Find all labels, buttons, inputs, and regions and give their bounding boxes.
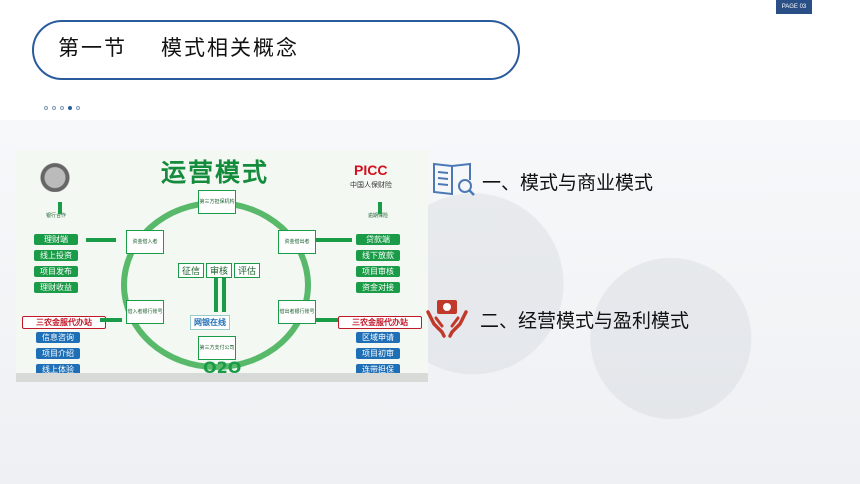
- arrow: [378, 202, 382, 214]
- section-number: 第一节: [58, 36, 127, 60]
- title-frame: [32, 20, 520, 84]
- list-item-label: 一、模式与商业模式: [482, 171, 654, 194]
- left-pill: 理财收益: [34, 282, 78, 293]
- left-bottom-column: 信息咨询 项目介绍 线上体验: [36, 332, 80, 375]
- o2o-label: O2O: [203, 358, 242, 377]
- flow-node: 第三方担保机构: [198, 190, 236, 214]
- flow-node: 资金借出者: [278, 230, 316, 254]
- list-item-label: 二、经营模式与盈利模式: [480, 309, 690, 332]
- arrow: [316, 318, 338, 322]
- hub-box: 评估: [234, 263, 261, 278]
- dot: [76, 106, 80, 110]
- hub-box: 征信: [178, 263, 205, 278]
- hands-money-icon: [426, 300, 468, 338]
- arrow: [86, 238, 116, 242]
- right-bottom-pill: 区域申请: [356, 332, 400, 343]
- picc-logo-sub: 中国人保财险: [350, 181, 392, 189]
- page-number-tag: PAGE 03: [776, 0, 812, 14]
- piggy-bank-icon: [38, 156, 72, 192]
- hub-boxes: 征信 审核 评估: [178, 263, 261, 278]
- right-bottom-pill: 项目初审: [356, 348, 400, 359]
- diagram-footer: [16, 373, 428, 382]
- arrow: [58, 202, 62, 214]
- right-bottom-column: 区域申请 项目初审 连带担保: [356, 332, 400, 375]
- picc-logo: PICC: [354, 162, 388, 178]
- left-pill: 线上投资: [34, 250, 78, 261]
- left-column: 银行合作 理财端 线上投资 项目发布 理财收益: [34, 212, 78, 293]
- book-search-icon: [433, 162, 475, 196]
- list-item-1: 一、模式与商业模式: [432, 160, 653, 196]
- dot: [44, 106, 48, 110]
- bank-cooperation-label: 银行合作: [45, 213, 66, 219]
- flow-node: 资金借入者: [126, 230, 164, 254]
- left-badge: 三农金服代办站: [22, 316, 106, 329]
- right-pill: 线下放款: [356, 250, 400, 261]
- list-item-2: 二、经营模式与盈利模式: [426, 298, 689, 338]
- left-pill: 项目发布: [34, 266, 78, 277]
- section-title: 模式相关概念: [161, 36, 299, 60]
- flow-node: 借出者银行账号: [278, 300, 316, 324]
- dot: [60, 106, 64, 110]
- dot: [52, 106, 56, 110]
- right-pill: 项目审核: [356, 266, 400, 277]
- hub-box: 审核: [206, 263, 233, 278]
- diagram-title: 运营模式: [161, 158, 270, 187]
- right-pill: 贷款端: [356, 234, 400, 245]
- left-bottom-pill: 信息咨询: [36, 332, 80, 343]
- left-pill: 理财端: [34, 234, 78, 245]
- bank-online-label: 网银在线: [190, 315, 230, 330]
- dot-active: [68, 106, 72, 110]
- arrow: [316, 238, 352, 242]
- arrow: [214, 278, 218, 312]
- flow-node: 第三方支付公司: [198, 336, 236, 360]
- right-badge: 三农金服代办站: [338, 316, 422, 329]
- arrow: [222, 278, 226, 312]
- right-column: 逾期保险 贷款端 线下放款 项目审核 资金对接: [356, 212, 400, 293]
- left-bottom-pill: 项目介绍: [36, 348, 80, 359]
- insurance-label: 逾期保险: [367, 213, 388, 219]
- left-bottom-pill: 线上体验: [36, 364, 80, 375]
- page-title: 第一节 模式相关概念: [58, 32, 299, 62]
- progress-dots: [44, 106, 80, 110]
- right-pill: 资金对接: [356, 282, 400, 293]
- flow-node: 借入者银行账号: [126, 300, 164, 324]
- right-bottom-pill: 连带担保: [356, 364, 400, 375]
- arrow: [100, 318, 122, 322]
- operation-model-diagram: 运营模式 PICC 中国人保财险 银行合作 理财端 线上投资 项目发布 理财收益…: [16, 150, 428, 382]
